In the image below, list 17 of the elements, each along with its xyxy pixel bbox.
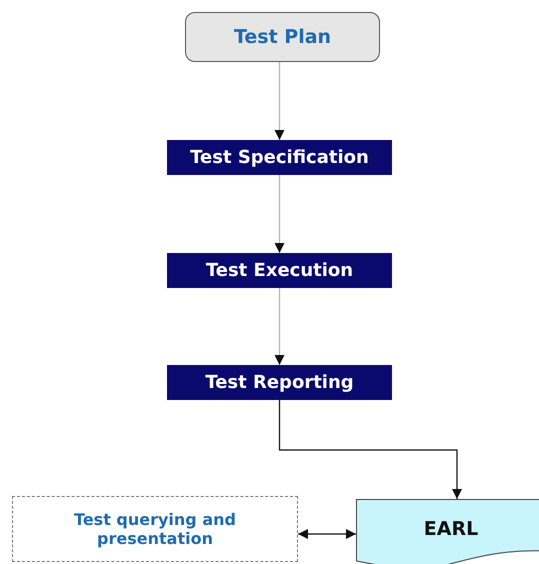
node-label: Test Reporting bbox=[205, 372, 354, 393]
node-label: Test Execution bbox=[206, 260, 354, 281]
process-box bbox=[12, 496, 298, 562]
arrow bbox=[274, 288, 284, 365]
arrow bbox=[274, 62, 284, 140]
arrow bbox=[274, 175, 284, 253]
arrow bbox=[298, 529, 356, 539]
process-box bbox=[167, 365, 392, 400]
node-label: EARL bbox=[424, 518, 478, 540]
node-label: Test Plan bbox=[234, 26, 332, 48]
document-shape bbox=[356, 499, 539, 564]
start-box bbox=[185, 12, 380, 62]
process-box bbox=[167, 253, 392, 288]
node-label: Test querying and presentation bbox=[73, 510, 237, 548]
process-box bbox=[167, 140, 392, 175]
node-label: Test Specification bbox=[190, 147, 369, 168]
arrow bbox=[278, 400, 462, 499]
